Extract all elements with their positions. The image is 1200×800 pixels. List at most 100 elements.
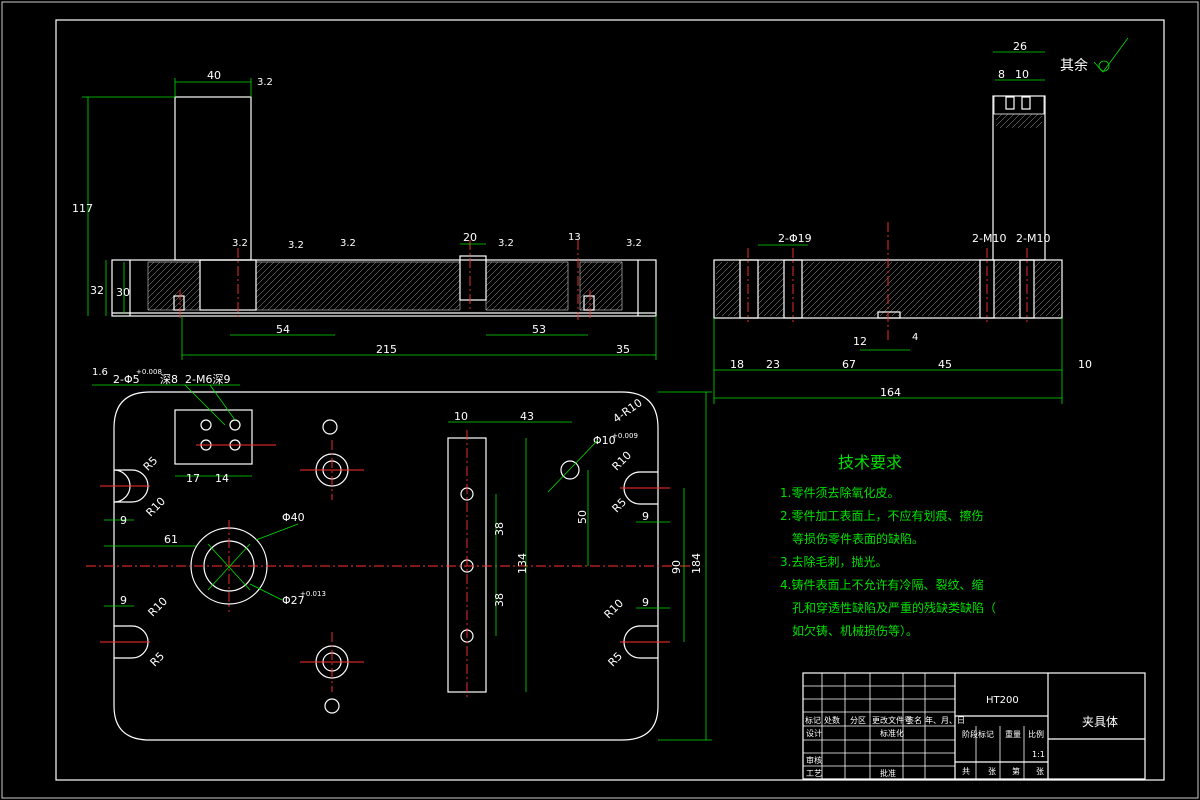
plan-dim-17: 17 (186, 472, 200, 485)
dim-40: 40 (207, 69, 221, 82)
r10-b: R10 (146, 595, 170, 619)
plan-dim-50: 50 (576, 510, 589, 524)
front-view: 40 3.2 117 32 30 20 3.2 3.2 3.2 3.2 3.2 … (72, 69, 657, 360)
tb-review: 审核 (806, 755, 822, 765)
dim-4: 4 (912, 332, 918, 343)
plan-dim-9-a: 9 (120, 514, 127, 527)
dim-8: 8 (998, 68, 1005, 81)
dim-12: 12 (853, 335, 867, 348)
r5-c: R5 (610, 496, 630, 516)
dim-32: 32 (90, 284, 104, 297)
tb-standard: 标准化 (880, 728, 904, 738)
tb-approve: 批准 (880, 768, 896, 778)
dia-27-tol: +0.013 (300, 590, 326, 598)
tb-scale: 1:1 (1032, 750, 1045, 759)
roughness-symbol-icon (1093, 37, 1129, 73)
plan-dim-38-a: 38 (493, 522, 506, 536)
dim-20: 20 (463, 231, 477, 244)
plan-dim-9-d: 9 (642, 596, 649, 609)
r10-c: R10 (610, 449, 634, 473)
plan-dim-9-b: 9 (120, 594, 127, 607)
plan-dim-38-b: 38 (493, 593, 506, 607)
tb-weight: 重量 (1005, 729, 1021, 739)
dim-117: 117 (72, 202, 93, 215)
dim-54: 54 (276, 323, 290, 336)
dim-10: 10 (1015, 68, 1029, 81)
roughness-e: 3.2 (626, 238, 642, 249)
tb-design: 设计 (806, 728, 822, 738)
holes-2-m10-b: 2-M10 (1016, 232, 1050, 245)
plan-dim-134: 134 (516, 553, 529, 574)
holes-2-m10-a: 2-M10 (972, 232, 1006, 245)
notes-title: 技术要求 (838, 453, 902, 472)
r5-a: R5 (141, 454, 161, 474)
roughness-b: 3.2 (288, 240, 304, 251)
plan-dim-43: 43 (520, 410, 534, 423)
dim-53: 53 (532, 323, 546, 336)
dim-215: 215 (376, 343, 397, 356)
hole-2-phi5-tol: +0.008 (136, 368, 162, 376)
r5-d: R5 (606, 650, 626, 670)
plan-dim-61: 61 (164, 533, 178, 546)
hole-2-phi5-depth: 深8 (160, 373, 178, 386)
tb-part-name: 夹具体 (1082, 715, 1118, 729)
plan-dim-14: 14 (215, 472, 229, 485)
plan-dim-9-c: 9 (642, 510, 649, 523)
dim-45: 45 (938, 358, 952, 371)
note-line-2: 2.零件加工表面上，不应有划痕、擦伤 (780, 508, 983, 523)
note-line-3: 等损伤零件表面的缺陷。 (792, 531, 924, 546)
dim-26: 26 (1013, 40, 1027, 53)
roughness-a: 3.2 (232, 238, 248, 249)
dim-23: 23 (766, 358, 780, 371)
tb-sheet-unit-b: 张 (1036, 767, 1044, 776)
note-13: 13 (568, 232, 581, 243)
note-line-6: 孔和穿透性缺陷及严重的残缺类缺陷（ (792, 600, 996, 615)
dim-18: 18 (730, 358, 744, 371)
note-line-5: 4.铸件表面上不允许有冷隔、裂纹、缩 (780, 577, 983, 592)
note-line-4: 3.去除毛刺，抛光。 (780, 554, 887, 569)
roughness-top: 3.2 (257, 77, 273, 88)
plan-dim-184: 184 (690, 553, 703, 574)
dia-10-tol: +0.009 (612, 432, 638, 440)
tb-zone: 分区 (850, 716, 866, 725)
r10-d: R10 (602, 597, 626, 621)
tb-signature: 签名 (906, 715, 922, 725)
dim-164: 164 (880, 386, 901, 399)
dim-67: 67 (842, 358, 856, 371)
r5-b: R5 (148, 650, 168, 670)
dim-30: 30 (116, 286, 130, 299)
roughness-16: 1.6 (92, 367, 108, 378)
holes-2-phi19: 2-Φ19 (778, 232, 812, 245)
dia-40: Φ40 (282, 511, 305, 524)
tb-count: 处数 (824, 715, 840, 725)
tb-change-doc: 更改文件号 (872, 715, 912, 725)
tb-process: 工艺 (806, 769, 822, 778)
note-line-1: 1.零件须去除氧化皮。 (780, 485, 899, 500)
roughness-d: 3.2 (498, 238, 514, 249)
dim-10b: 10 (1078, 358, 1092, 371)
dia-27: Φ27 (282, 594, 305, 607)
dim-35: 35 (616, 343, 630, 356)
plan-dim-10: 10 (454, 410, 468, 423)
r10-a: R10 (144, 495, 168, 519)
label-rest: 其余 (1060, 57, 1088, 74)
chamfer-4-r10: 4-R10 (610, 396, 644, 425)
title-block: 标记 处数 分区 更改文件号 签名 年、月、日 设计 标准化 审核 工艺 批准 … (802, 672, 1146, 780)
plan-dim-90: 90 (670, 560, 683, 574)
tb-sheet-total: 共 (962, 767, 970, 776)
inner-frame (55, 19, 1165, 781)
plan-view: 1.6 2-Φ5 +0.008 深8 2-M6深9 10 43 4-R10 Φ1… (86, 367, 712, 741)
tb-date: 年、月、日 (925, 715, 965, 725)
tb-stage-mark: 阶段标记 (962, 729, 994, 739)
roughness-c: 3.2 (340, 238, 356, 249)
tb-sheet-no: 第 (1012, 766, 1020, 776)
tb-sheet-unit-a: 张 (988, 767, 996, 776)
tb-mark: 标记 (805, 715, 821, 725)
dia-10: Φ10 (593, 434, 616, 447)
technical-requirements: 技术要求 1.零件须去除氧化皮。 2.零件加工表面上，不应有划痕、擦伤 等损伤零… (780, 453, 996, 638)
tb-material: HT200 (986, 695, 1019, 706)
tb-scale-label: 比例 (1028, 729, 1044, 739)
note-line-7: 如欠铸、机械损伤等）。 (792, 623, 918, 638)
